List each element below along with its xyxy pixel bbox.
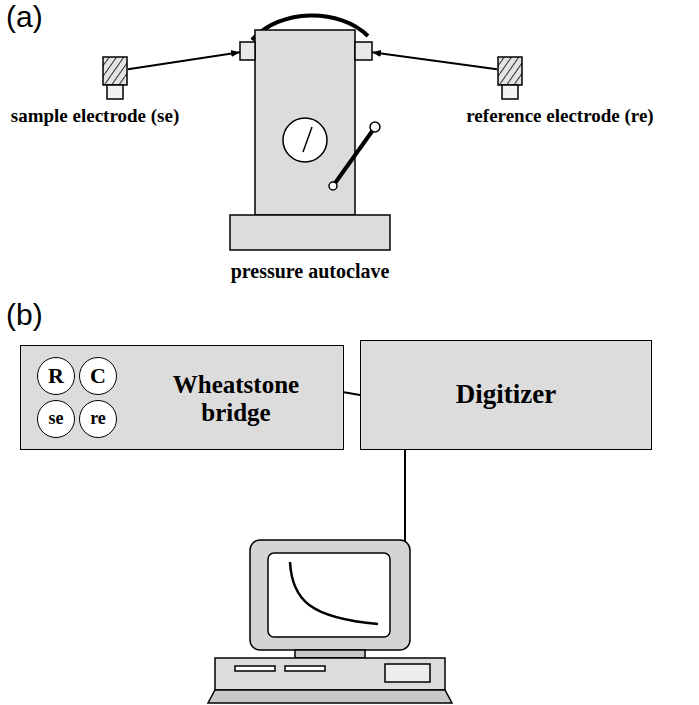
box-title: Wheatstone bridge	[141, 371, 331, 426]
panel-label: (a)	[6, 0, 43, 34]
autoclave-drawing	[230, 15, 390, 250]
instrument-box: Wheatstone bridge R Cse re	[20, 345, 344, 450]
electrode-icon	[497, 56, 523, 100]
electrode-symbol: reference electrode (re)	[497, 56, 523, 100]
part-label: pressure autoclave	[210, 260, 410, 282]
knob-circle: re	[79, 400, 117, 438]
box-title: Digitizer	[456, 380, 556, 410]
knob-label: C	[90, 364, 106, 388]
knob-circle: R	[37, 357, 75, 395]
part-label: reference electrode (re)	[460, 106, 660, 127]
electrode-tip	[502, 85, 518, 99]
electrode-thread	[498, 57, 522, 85]
knob-label: se	[49, 409, 64, 429]
electrode-icon	[102, 56, 128, 100]
electrode-symbol: sample electrode (se)	[102, 56, 128, 100]
part-label: sample electrode (se)	[10, 106, 180, 127]
electrode-tip	[107, 85, 123, 99]
instrument-box: Digitizer	[360, 340, 652, 450]
knob-label: re	[90, 409, 106, 429]
knob-circle: se	[37, 400, 75, 438]
connector-arrow	[128, 52, 240, 69]
connector-line	[344, 392, 360, 395]
autoclave-node: pressure autoclave	[240, 30, 372, 215]
electrode-thread	[103, 57, 127, 85]
panel-label: (b)	[6, 298, 43, 332]
connector-arrow	[372, 52, 497, 69]
knob-label: R	[48, 364, 64, 388]
knob-circle: C	[79, 357, 117, 395]
computer-drawing	[208, 450, 452, 703]
